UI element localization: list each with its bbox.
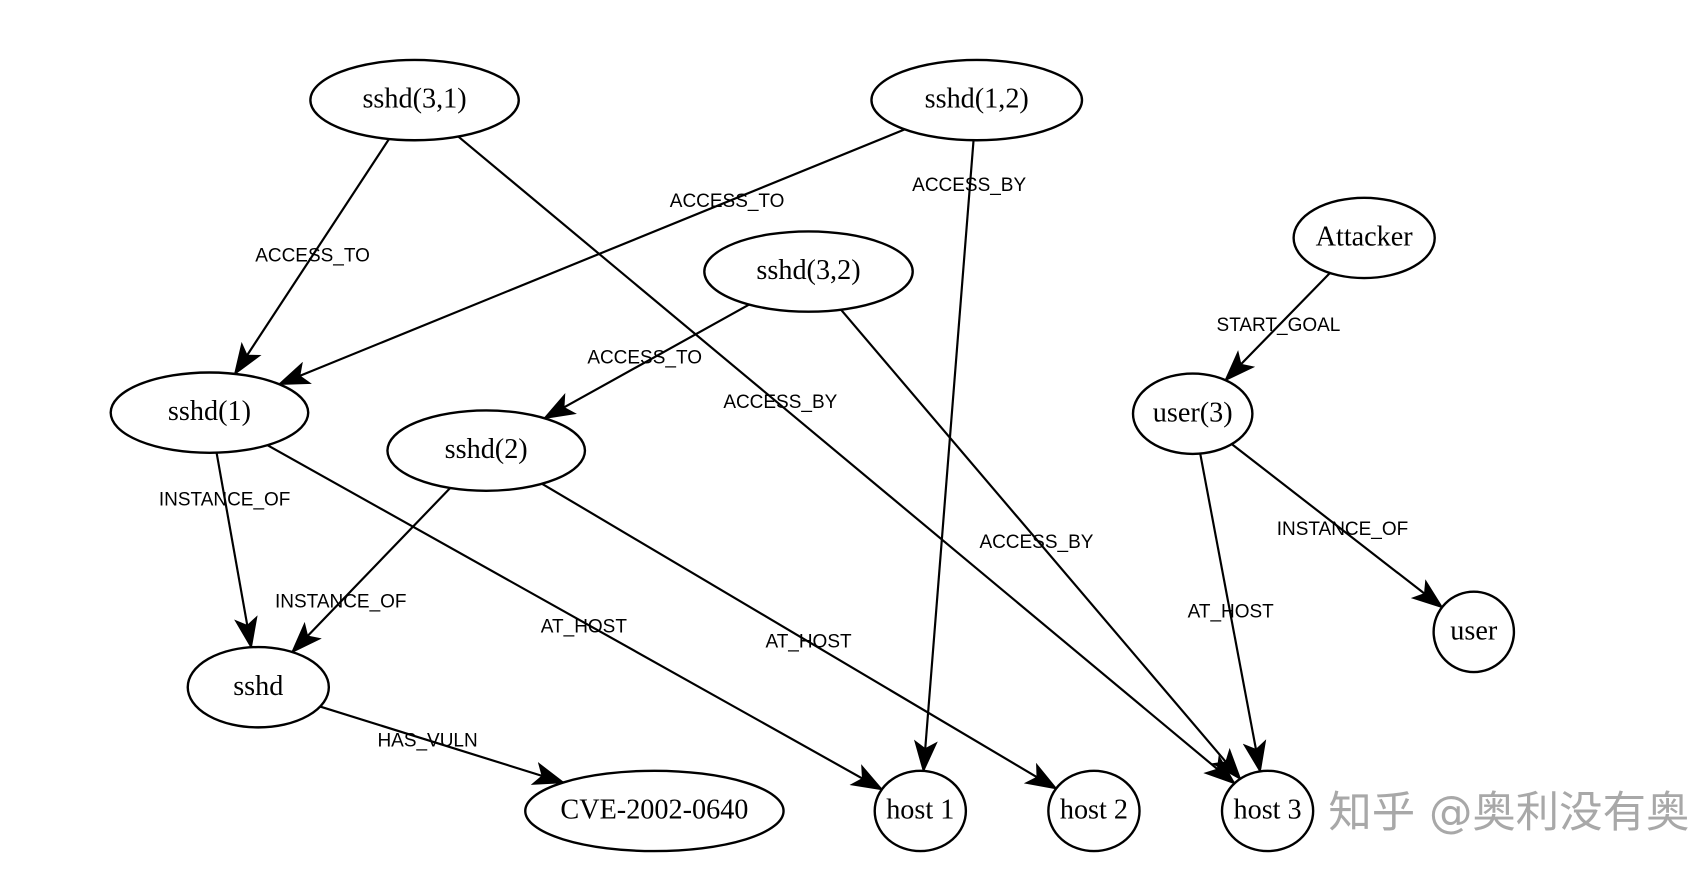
watermark: 知乎 @奥利没有奥 <box>1328 788 1689 838</box>
node-shape <box>870 58 1084 142</box>
node-shape <box>524 769 785 853</box>
node-shape <box>309 58 520 142</box>
edge-sshd-cve <box>319 705 566 785</box>
node-label: user(3) <box>1153 397 1233 428</box>
node-host1[interactable]: host 1 <box>873 769 968 853</box>
node-label: sshd(1,2) <box>925 84 1029 115</box>
edge-label: AT_HOST <box>1188 601 1275 622</box>
node-host2[interactable]: host 2 <box>1047 769 1141 853</box>
node-label: Attacker <box>1316 221 1414 252</box>
edge-user3-host3 <box>1199 453 1267 774</box>
edge-label: AT_HOST <box>765 632 852 653</box>
edge-label: ACCESS_TO <box>670 191 785 212</box>
node-shape <box>1292 196 1436 280</box>
node-host3[interactable]: host 3 <box>1220 769 1315 853</box>
edge-sshd2-host2 <box>541 482 1058 790</box>
node-shape <box>703 230 914 313</box>
edge-sshd32-sshd2 <box>542 303 750 420</box>
edge-label: INSTANCE_OF <box>275 592 407 613</box>
node-label: sshd(3,1) <box>362 84 466 115</box>
edge-label: INSTANCE_OF <box>1277 519 1409 540</box>
edge-sshd2-sshd <box>290 487 451 654</box>
edge-label: ACCESS_BY <box>723 392 837 413</box>
edge-sshd31-sshd1 <box>233 138 390 376</box>
node-sshd31[interactable]: sshd(3,1) <box>309 58 520 142</box>
edge-label: START_GOAL <box>1217 315 1341 336</box>
node-attacker[interactable]: Attacker <box>1292 196 1436 280</box>
edge-label: INSTANCE_OF <box>159 490 291 511</box>
edge-label: ACCESS_TO <box>255 245 370 266</box>
node-sshd12[interactable]: sshd(1,2) <box>870 58 1084 142</box>
node-user[interactable]: user <box>1432 590 1516 674</box>
node-label: host 2 <box>1060 794 1128 825</box>
node-shape <box>186 645 331 729</box>
edge-sshd12-sshd1 <box>277 128 906 386</box>
node-shape <box>1047 769 1141 853</box>
node-shape <box>1432 590 1516 674</box>
node-label: sshd <box>233 671 283 702</box>
edge-sshd32-host3 <box>840 309 1242 781</box>
node-sshd[interactable]: sshd <box>186 645 331 729</box>
edge-attacker-user3 <box>1223 272 1331 382</box>
edge-label: ACCESS_BY <box>979 532 1093 553</box>
node-shape <box>873 769 968 853</box>
edge-sshd31-host3 <box>457 135 1237 785</box>
node-label: sshd(3,2) <box>756 255 860 286</box>
edge-label: AT_HOST <box>541 617 628 638</box>
edge-sshd1-sshd <box>215 452 258 650</box>
edge-label: ACCESS_TO <box>587 347 702 368</box>
edge-sshd1-host1 <box>266 444 884 791</box>
node-cve[interactable]: CVE-2002-0640 <box>524 769 785 853</box>
node-shape <box>109 371 310 455</box>
node-shape <box>1131 372 1254 456</box>
edge-user3-user <box>1231 443 1444 609</box>
node-sshd32[interactable]: sshd(3,2) <box>703 230 914 313</box>
node-sshd1[interactable]: sshd(1) <box>109 371 310 455</box>
node-label: sshd(1) <box>168 396 251 427</box>
node-label: CVE-2002-0640 <box>560 794 748 825</box>
node-sshd2[interactable]: sshd(2) <box>386 409 587 492</box>
node-user3[interactable]: user(3) <box>1131 372 1254 456</box>
edge-label: HAS_VULN <box>377 731 477 752</box>
edge-label: ACCESS_BY <box>912 175 1026 196</box>
node-shape <box>386 409 587 492</box>
edge-sshd12-host1 <box>913 140 975 774</box>
node-label: host 1 <box>886 794 954 825</box>
node-label: user <box>1450 615 1498 646</box>
node-label: host 3 <box>1233 794 1301 825</box>
node-shape <box>1220 769 1315 853</box>
node-label: sshd(2) <box>445 434 528 465</box>
